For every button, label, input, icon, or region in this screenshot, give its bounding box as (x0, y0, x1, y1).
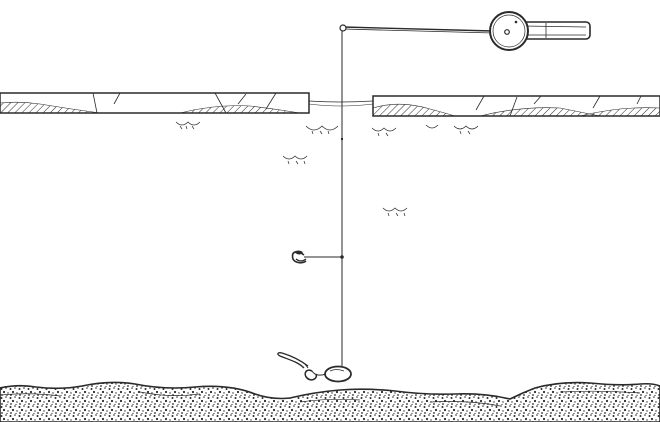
line-icon (341, 31, 343, 366)
hole-icon (308, 100, 374, 107)
hook-icon (291, 250, 344, 264)
seabed-icon (0, 381, 660, 422)
reel-icon (489, 11, 529, 51)
ice-fishing-rod-icon (339, 21, 591, 40)
worm-icon (277, 352, 327, 381)
ice-sheet-icon (0, 92, 660, 217)
sinker-icon (324, 365, 352, 383)
